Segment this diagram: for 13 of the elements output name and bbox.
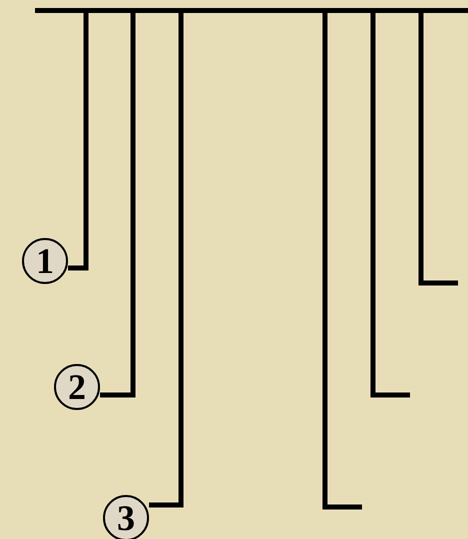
number-circle xyxy=(54,364,100,410)
number-circle xyxy=(22,238,68,284)
leader-line xyxy=(100,13,136,398)
leader-line xyxy=(68,13,88,270)
callout-number: 3 xyxy=(117,500,135,536)
callout-number: 2 xyxy=(68,369,86,405)
leader-line xyxy=(149,13,184,508)
hanging-line xyxy=(370,13,410,398)
callout-number: 1 xyxy=(36,243,54,279)
hanging-line xyxy=(418,13,458,286)
number-circle xyxy=(103,495,149,539)
hanging-line xyxy=(322,13,362,510)
top-bar xyxy=(35,8,468,13)
